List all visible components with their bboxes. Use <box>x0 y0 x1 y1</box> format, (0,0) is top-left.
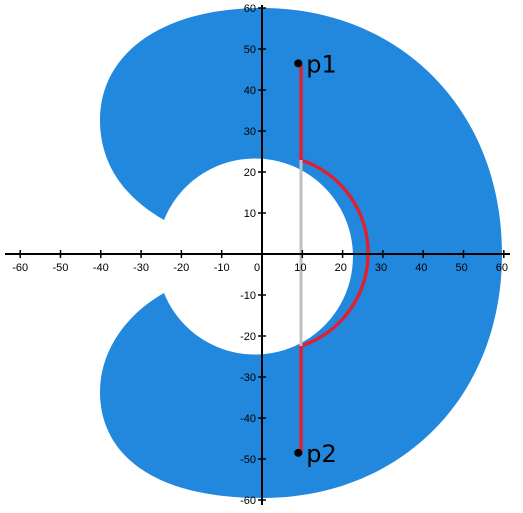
x-tick-label: -20 <box>173 262 189 274</box>
points: p1 p2 <box>294 50 337 468</box>
x-tick-label: 30 <box>375 262 387 274</box>
y-tick-label: -50 <box>240 454 256 466</box>
x-tick-label: -60 <box>12 262 28 274</box>
x-tick-label: 60 <box>496 262 508 274</box>
y-tick-label: 50 <box>244 44 256 56</box>
point-label-p1: p1 <box>306 50 337 78</box>
point-p1 <box>294 59 303 68</box>
y-tick-label: -30 <box>240 372 256 384</box>
x-tick-label: 20 <box>335 262 347 274</box>
y-tick-label: -10 <box>240 290 256 302</box>
y-tick-label: -40 <box>240 413 256 425</box>
x-tick-label: 10 <box>294 262 306 274</box>
point-p2 <box>294 448 303 457</box>
x-tick-label: -50 <box>53 262 69 274</box>
x-tick-label: -10 <box>214 262 230 274</box>
y-tick-label: 10 <box>244 208 256 220</box>
x-tick-label: -40 <box>93 262 109 274</box>
x-tick-label: 0 <box>254 262 260 274</box>
point-label-p2: p2 <box>306 440 337 468</box>
y-tick-label: 30 <box>244 126 256 138</box>
y-tick-label: 60 <box>244 3 256 15</box>
axes: -60 -50 -40 -30 -20 -10 0 10 20 30 40 50 60 60 50 40 30… <box>5 3 510 507</box>
y-tick-label: 40 <box>244 85 256 97</box>
y-tick-label: -60 <box>240 495 256 507</box>
x-tick-label: -30 <box>133 262 149 274</box>
blue-region <box>100 8 502 498</box>
x-tick-label: 50 <box>456 262 468 274</box>
y-tick-label: 20 <box>244 167 256 179</box>
x-tick-label: 40 <box>415 262 427 274</box>
y-tick-label: -20 <box>240 331 256 343</box>
